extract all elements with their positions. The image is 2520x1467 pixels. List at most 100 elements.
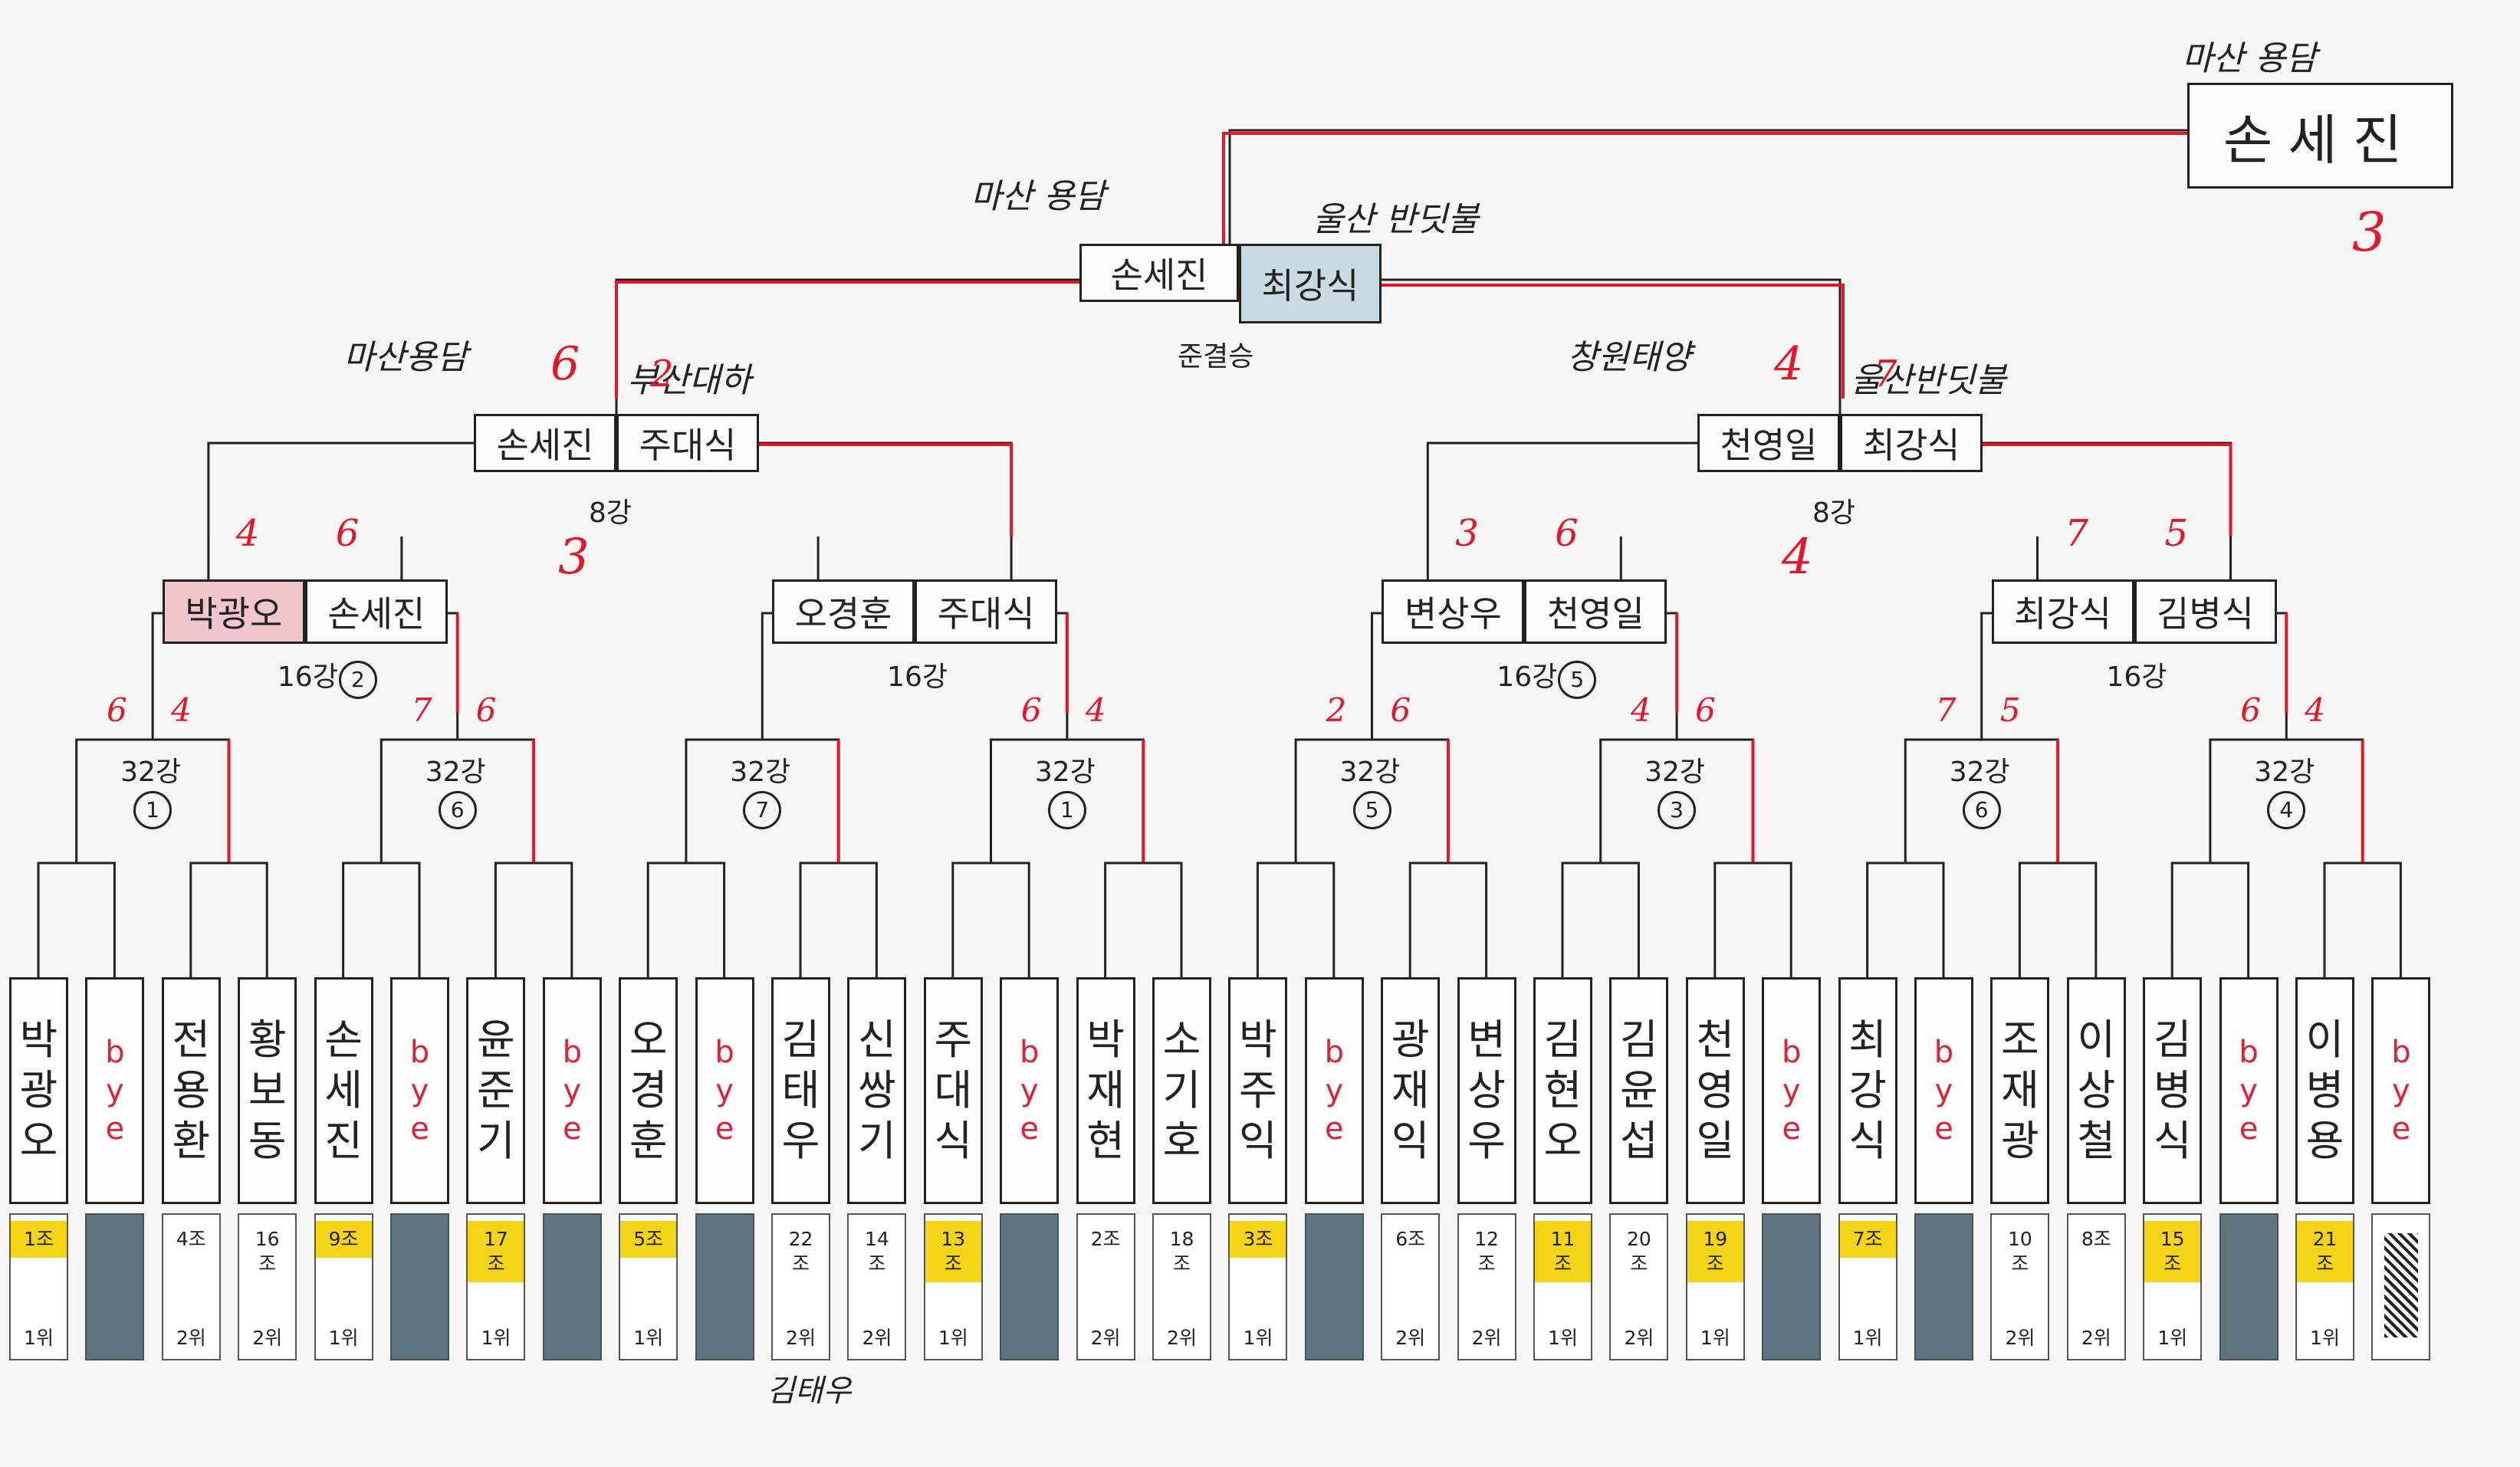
round32-circle-number: 6 xyxy=(438,791,477,829)
player-name-char: 병 xyxy=(2153,1066,2192,1114)
group-label: 10 조 xyxy=(2007,1228,2032,1275)
quarter-red-path xyxy=(1983,443,2233,537)
player-name-char: e xyxy=(562,1111,582,1147)
player-name-char: 현 xyxy=(1086,1117,1125,1165)
round32-score-left: 6 xyxy=(107,691,127,729)
player-name-char: b xyxy=(409,1035,430,1070)
quarter-right-connector xyxy=(1983,441,2232,537)
champion-name-box: 손세진 xyxy=(2187,83,2453,189)
player-name-char: 천 xyxy=(1696,1016,1735,1064)
round16-right-player: 김병식 xyxy=(2134,579,2277,644)
player-name-char: 용 xyxy=(172,1066,211,1114)
player-name-char: 윤 xyxy=(1620,1066,1658,1114)
group-label: 20 조 xyxy=(1626,1228,1651,1275)
round32-circle-number: 1 xyxy=(133,791,172,829)
group-label: 19 조 xyxy=(1687,1221,1743,1282)
round32-label: 32강 xyxy=(1339,756,1401,788)
player-name-char: 박 xyxy=(1239,1016,1277,1064)
player-name-char: e xyxy=(1782,1111,1801,1147)
round32-label: 32강 xyxy=(1949,756,2010,788)
seed-box xyxy=(390,1213,449,1360)
player-name-char: 김 xyxy=(1620,1016,1658,1064)
seed-box: 8조 2위 xyxy=(2066,1213,2126,1360)
final-right-connector xyxy=(1382,278,1842,414)
player-name-char: 오 xyxy=(19,1117,58,1165)
player-name-char: e xyxy=(410,1111,429,1147)
final-red-right xyxy=(1382,284,1845,399)
round32-circle-number: 5 xyxy=(1352,791,1391,829)
round16-score-right: 6 xyxy=(1555,512,1579,555)
player-name-char: e xyxy=(1934,1111,1953,1147)
player-name-char: 태 xyxy=(781,1066,820,1114)
rank-label: 1위 xyxy=(1700,1327,1730,1349)
player-name-char: 일 xyxy=(1696,1117,1735,1165)
first-round-bracket xyxy=(2170,861,2250,950)
player-name-char: 호 xyxy=(1162,1117,1201,1165)
player-name-char: e xyxy=(1324,1111,1344,1147)
quarter-red-path xyxy=(759,443,1014,537)
quarter-right-player: 최강식 xyxy=(1840,414,1983,472)
round32-score-right: 6 xyxy=(1390,691,1411,729)
first-round-bracket xyxy=(1256,861,1336,950)
player-name-char: 박 xyxy=(1086,1016,1125,1064)
round16-left-player: 오경훈 xyxy=(772,579,915,644)
player-name-char: 재 xyxy=(1086,1066,1125,1114)
rank-label: 2위 xyxy=(2081,1327,2111,1349)
player-name-char: 주 xyxy=(1239,1066,1277,1114)
group-label: 15 조 xyxy=(2144,1221,2201,1282)
rank-label: 2위 xyxy=(252,1327,283,1349)
quarter-right-team: 부산대하 xyxy=(627,361,751,400)
player-name-char: 오 xyxy=(629,1016,668,1064)
round32-label: 32강 xyxy=(425,756,486,788)
player-name-char: 진 xyxy=(324,1117,363,1165)
player-name-char: 전 xyxy=(172,1016,211,1064)
group-label: 3조 xyxy=(1230,1221,1286,1258)
quarter-right-connector xyxy=(759,441,1013,537)
player-name-char: e xyxy=(2391,1111,2411,1147)
round32-label: 32강 xyxy=(1644,756,1706,788)
first-round-bracket xyxy=(189,861,268,950)
seed-box xyxy=(1762,1213,1822,1360)
round32-score-left: 6 xyxy=(1020,691,1042,729)
final-left-team: 마산 용담 xyxy=(971,177,1106,216)
player-name-char: b xyxy=(1324,1035,1344,1070)
round16-right-player: 손세진 xyxy=(304,579,448,644)
quarter-mark: 3 xyxy=(558,529,590,586)
player-name-char: 광 xyxy=(1391,1016,1430,1064)
player-name-char: 신 xyxy=(858,1016,896,1064)
round32-score-left: 2 xyxy=(1326,691,1347,729)
seed-box: 19 조 1위 xyxy=(1685,1213,1745,1360)
player-name-char: y xyxy=(1020,1073,1039,1108)
player-name-char: 강 xyxy=(1848,1066,1887,1114)
rank-label: 1위 xyxy=(24,1327,54,1349)
quarter-left-connector xyxy=(207,441,474,537)
player-name-char: 황 xyxy=(248,1016,287,1064)
champion-score: 3 xyxy=(2352,201,2387,264)
rank-label: 2위 xyxy=(862,1327,892,1349)
rank-label: 1위 xyxy=(2157,1327,2188,1349)
group-label: 8조 xyxy=(2081,1228,2111,1250)
player-name-char: y xyxy=(2239,1073,2258,1108)
rank-label: 1위 xyxy=(2310,1327,2340,1349)
